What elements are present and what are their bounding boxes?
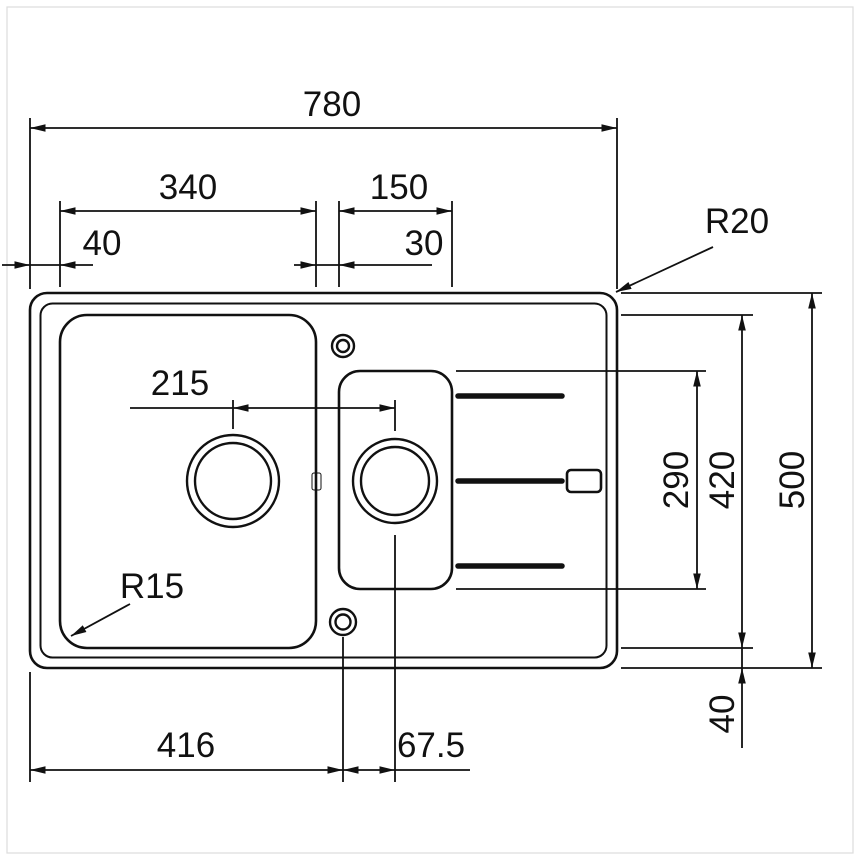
dim-half-bowl-width-label: 150 [370,168,428,207]
main-bowl [58,313,318,650]
outer-corner-radius-label: R20 [705,202,769,241]
r20-leader-line [615,246,714,293]
bottom-tap-hole-inner [334,613,352,631]
dim-left-offset-label: 40 [83,224,122,263]
dim-half-bowl-length-label: 290 [657,451,696,509]
top-tap-hole-inner [335,338,351,354]
bottom-tap-hole-outer [328,607,358,637]
overflow-outlet [565,468,603,494]
main-drain-inner-circle [193,441,273,521]
sink-rim [39,302,608,659]
main-drain-outer-circle [185,433,281,529]
dim-overall-depth-label: 500 [773,451,812,509]
top-tap-hole-outer [330,333,356,359]
image-frame [6,6,854,854]
divider-notch [311,472,322,491]
dim-main-bowl-width-label: 340 [159,168,217,207]
r15-leader-line [70,603,131,637]
dim-bowl-length-label: 420 [703,451,742,509]
bowl-corner-radius-label: R15 [120,567,184,606]
dim-drain-distance-label: 215 [151,364,209,403]
dim-drain-offset-label: 67.5 [397,726,465,765]
dim-rear-margin-label: 40 [703,695,742,734]
dim-tap-offset-label: 416 [157,726,215,765]
sink-outline [28,291,619,670]
half-drain-outer-circle [351,437,439,525]
half-drain-inner-circle [359,445,431,517]
dim-bowl-gap-label: 30 [405,224,444,263]
dim-overall-width-label: 780 [303,85,361,124]
